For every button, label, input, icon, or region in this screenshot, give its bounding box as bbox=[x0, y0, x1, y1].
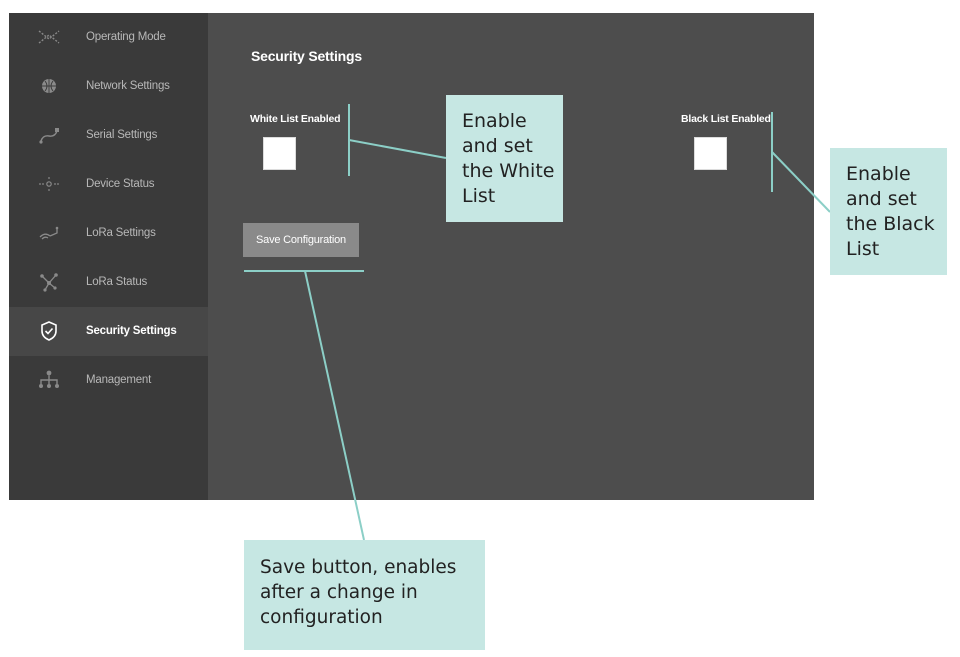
sidebar-item-label: Management bbox=[86, 374, 152, 386]
main-panel: Security Settings White List Enabled Bla… bbox=[208, 13, 814, 500]
sidebar-item-serial-settings[interactable]: Serial Settings bbox=[9, 111, 208, 160]
white-list-checkbox[interactable] bbox=[263, 137, 296, 170]
sidebar-item-device-status[interactable]: Device Status bbox=[9, 160, 208, 209]
black-list-label: Black List Enabled bbox=[681, 113, 771, 125]
sidebar-item-label: Network Settings bbox=[86, 80, 170, 92]
sidebar-item-label: Serial Settings bbox=[86, 129, 158, 141]
serial-cable-icon bbox=[39, 128, 59, 144]
sidebar-item-lora-settings[interactable]: LoRa Settings bbox=[9, 209, 208, 258]
sidebar-item-label: LoRa Status bbox=[86, 276, 148, 288]
callout-black-list: Enable and set the Black List bbox=[830, 148, 947, 275]
black-list-checkbox[interactable] bbox=[694, 137, 727, 170]
sidebar-item-network-settings[interactable]: Network Settings bbox=[9, 62, 208, 111]
sidebar: Operating Mode Network Settings Serial S… bbox=[9, 13, 208, 500]
sidebar-item-label: LoRa Settings bbox=[86, 227, 156, 239]
sidebar-item-label: Device Status bbox=[86, 178, 155, 190]
app-window: Operating Mode Network Settings Serial S… bbox=[9, 13, 814, 500]
device-status-icon bbox=[39, 177, 59, 191]
sidebar-item-label: Operating Mode bbox=[86, 31, 166, 43]
globe-icon bbox=[42, 79, 56, 93]
org-tree-icon bbox=[39, 370, 59, 388]
save-configuration-button[interactable]: Save Configuration bbox=[243, 223, 359, 257]
white-list-label: White List Enabled bbox=[250, 113, 341, 125]
sidebar-item-label: Security Settings bbox=[86, 325, 177, 337]
shield-check-icon bbox=[41, 321, 57, 341]
callout-save-button: Save button, enables after a change in c… bbox=[244, 540, 485, 650]
lora-network-icon bbox=[40, 273, 58, 292]
sidebar-item-lora-status[interactable]: LoRa Status bbox=[9, 258, 208, 307]
callout-white-list: Enable and set the White List bbox=[446, 95, 563, 222]
page-title: Security Settings bbox=[251, 48, 362, 64]
sidebar-item-management[interactable]: Management bbox=[9, 356, 208, 405]
sidebar-item-operating-mode[interactable]: Operating Mode bbox=[9, 13, 208, 62]
sidebar-item-security-settings[interactable]: Security Settings bbox=[9, 307, 208, 356]
lora-antenna-icon bbox=[39, 226, 59, 240]
operating-mode-icon bbox=[38, 30, 60, 44]
